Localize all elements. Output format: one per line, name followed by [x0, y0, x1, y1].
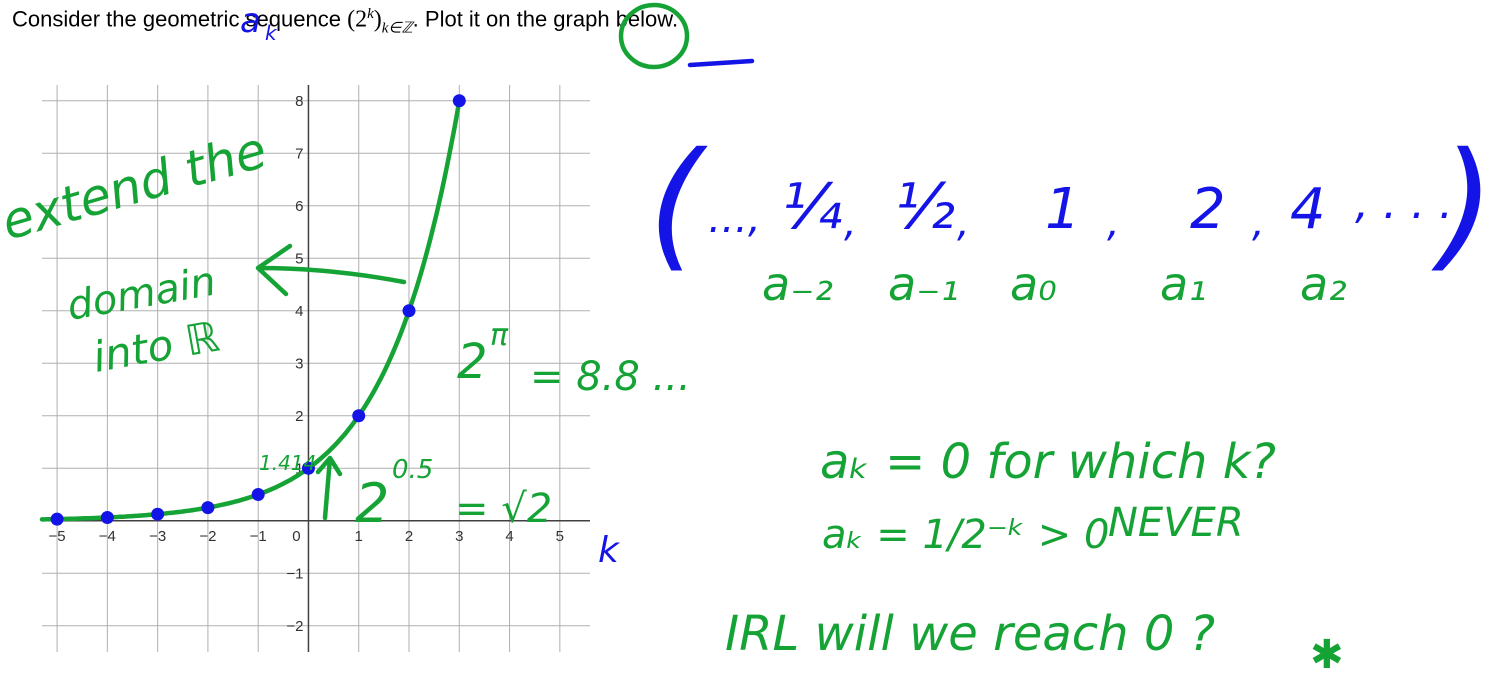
- x-tick-label: 2: [405, 528, 413, 545]
- y-tick-label: 7: [295, 145, 303, 162]
- data-point: [201, 501, 215, 515]
- prompt-close: ): [373, 6, 382, 33]
- sequence-comma: ,: [957, 200, 970, 246]
- sequence-term-label: a₁: [1160, 257, 1207, 311]
- sequence-term-label: a₋₂: [762, 257, 833, 311]
- y-tick-label: −2: [286, 618, 303, 635]
- y-tick-label: 4: [295, 303, 303, 320]
- data-point: [352, 409, 366, 423]
- sequence-comma: ,: [844, 200, 857, 246]
- sequence-term: ½: [895, 170, 955, 243]
- chart-grid: [42, 85, 590, 652]
- sequence-term: 4: [1290, 177, 1326, 242]
- y-tick-label: −1: [286, 565, 303, 582]
- sqrt-base: 2: [355, 472, 389, 535]
- x-tick-label: −3: [149, 528, 166, 545]
- chart-axes: [42, 85, 590, 652]
- question-ak-zero: aₖ = 0 for which k?: [820, 434, 1276, 490]
- sequence-term-label: a₀: [1010, 257, 1057, 311]
- sequence-comma: ,: [1107, 200, 1120, 246]
- prompt-text-before: Consider the geometric sequence: [12, 6, 348, 32]
- chart-points: [50, 94, 466, 526]
- sequence-dots: …,: [708, 196, 761, 242]
- data-point: [301, 461, 315, 475]
- x-tick-label: 3: [455, 528, 463, 545]
- data-point: [100, 510, 114, 524]
- data-point: [452, 94, 466, 108]
- sequence-term: 2: [1190, 177, 1226, 242]
- data-point: [50, 512, 64, 526]
- y-tick-label: 3: [295, 355, 303, 372]
- x-tick-label: 5: [556, 528, 564, 545]
- sequence-term-label: a₂: [1300, 257, 1347, 311]
- axis-label-ak-sub: k: [265, 21, 278, 45]
- two-pi-value: = 8.8 ...: [530, 354, 691, 400]
- prompt-exponent: k: [367, 6, 374, 22]
- two-pi-base: 2: [457, 334, 488, 390]
- extend-domain-note: extend the domain into ℝ: [0, 121, 407, 382]
- x-tick-label: −1: [250, 528, 267, 545]
- x-tick-label: 4: [505, 528, 513, 545]
- extend-text-line1: extend the: [0, 121, 273, 252]
- data-point: [251, 488, 265, 501]
- sequence-open-paren: (: [648, 123, 708, 286]
- x-tick-label: −5: [49, 528, 66, 545]
- sequence-term: 1: [1045, 177, 1081, 242]
- x-tick-label: 0: [292, 528, 300, 545]
- prompt-math: (2: [347, 6, 368, 33]
- axis-label-ak: a: [240, 1, 261, 41]
- axis-label-k: k: [598, 530, 621, 571]
- circle-highlight: [618, 2, 690, 70]
- x-tick-label: 1: [355, 528, 363, 545]
- x-tick-label: −2: [199, 528, 216, 545]
- sequence-terms: ¼,½,1,2,4: [782, 170, 1326, 246]
- sequence-term-labels: a₋₂ a₋₁ a₀ a₁ a₂: [762, 257, 1347, 311]
- arrow-left: [255, 243, 407, 297]
- sequence-term-label: a₋₁: [888, 257, 959, 311]
- sequence-tail: , . . .: [1355, 178, 1453, 229]
- sequence-close-paren: ): [1431, 123, 1495, 286]
- star-mark: ✱: [1310, 632, 1344, 678]
- x-tick-label: −4: [99, 528, 116, 545]
- question-irl: IRL will we reach 0 ?: [725, 606, 1215, 662]
- y-tick-label: 5: [295, 250, 303, 267]
- sqrt-value: = √2: [455, 486, 552, 532]
- y-tick-label: 1: [295, 460, 303, 477]
- underline-mark: [687, 58, 755, 68]
- approx-value: 1.414: [259, 451, 316, 475]
- data-point: [402, 304, 416, 318]
- sequence-comma: ,: [1252, 200, 1265, 246]
- sqrt-exponent: 0.5: [392, 455, 433, 485]
- y-tick-label: 2: [295, 408, 303, 425]
- y-tick-label: 6: [295, 198, 303, 215]
- two-pi-exponent: π: [490, 318, 509, 353]
- problem-statement: Consider the geometric sequence (2k)k∈ℤ.…: [12, 6, 678, 37]
- arrow-up: [315, 455, 343, 521]
- data-point: [151, 507, 165, 521]
- y-tick-label: 8: [295, 93, 303, 110]
- answer-ak-positive: aₖ = 1/2⁻ᵏ > 0: [822, 512, 1109, 558]
- sequence-term: ¼: [782, 170, 842, 243]
- answer-never: NEVER: [1108, 500, 1244, 546]
- prompt-subscript: k∈ℤ: [381, 20, 413, 37]
